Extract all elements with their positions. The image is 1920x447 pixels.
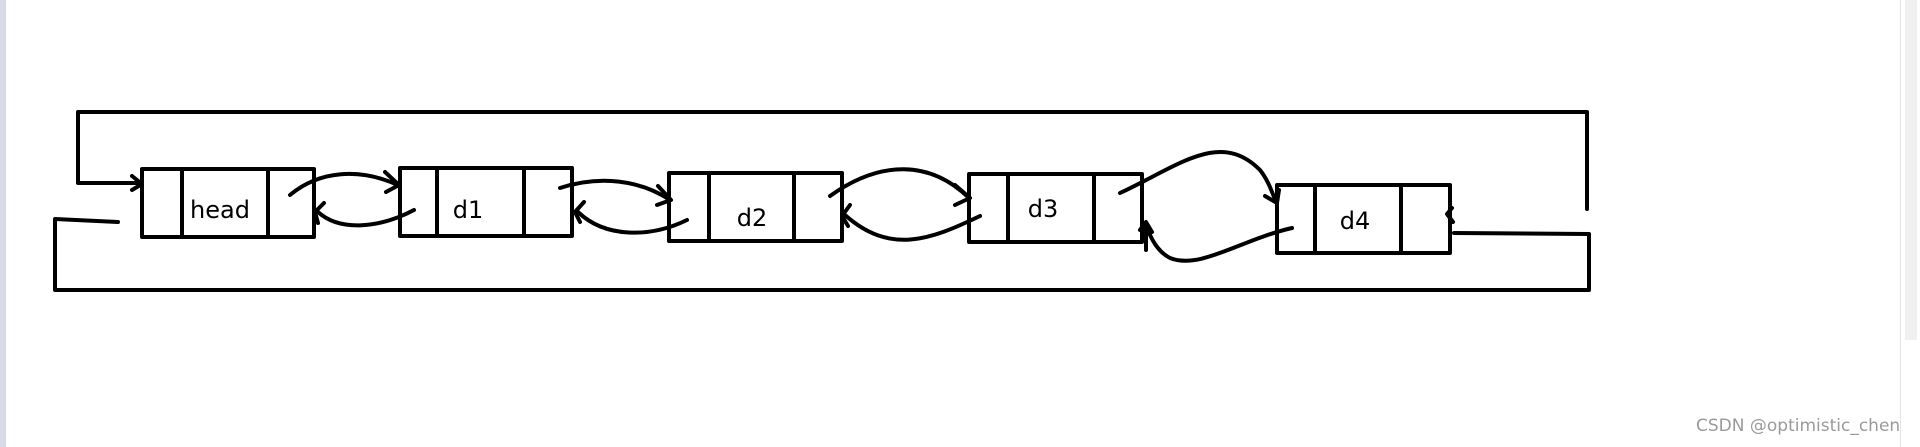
scrollbar-thumb[interactable] xyxy=(1905,0,1917,340)
node-d4-label: d4 xyxy=(1340,207,1371,235)
watermark-text: CSDN @optimistic_chen xyxy=(1696,416,1901,436)
wrap-link-head-to-d4 xyxy=(53,217,1591,292)
link-d3-to-d4 xyxy=(1118,150,1278,204)
link-d3-to-d2 xyxy=(843,213,982,242)
link-d2-to-d3-arrow xyxy=(953,183,972,207)
node-d3: d3 xyxy=(967,172,1144,244)
node-d1: d1 xyxy=(398,166,574,238)
wrap-link-d4-to-head xyxy=(76,110,1589,211)
node-d2: d2 xyxy=(667,171,844,243)
link-d3-to-d4-arrow xyxy=(1263,188,1281,205)
link-head-to-d1-arrow xyxy=(383,170,401,194)
link-d2-to-d3 xyxy=(828,167,971,200)
link-d4-to-d3 xyxy=(1144,222,1294,263)
link-d1-to-d2-arrow xyxy=(655,184,673,207)
vertical-scrollbar[interactable] xyxy=(1900,0,1920,447)
link-d1-to-d2 xyxy=(558,178,672,202)
link-d2-to-d1-arrow xyxy=(573,200,586,224)
node-head-label: head xyxy=(190,196,250,224)
link-d2-to-d1 xyxy=(576,210,689,235)
node-head: head xyxy=(140,167,316,239)
node-d4: d4 xyxy=(1275,183,1452,255)
link-d1-to-head-arrow xyxy=(313,201,326,225)
node-d2-label: d2 xyxy=(737,204,768,232)
link-d3-to-d2-arrow xyxy=(840,203,852,228)
node-d3-label: d3 xyxy=(1028,195,1059,223)
link-d4-to-d3-arrow xyxy=(1138,220,1154,252)
link-d1-to-head xyxy=(316,208,416,228)
link-head-to-d1 xyxy=(288,171,400,197)
node-d1-label: d1 xyxy=(453,196,484,224)
left-window-edge xyxy=(0,0,6,447)
